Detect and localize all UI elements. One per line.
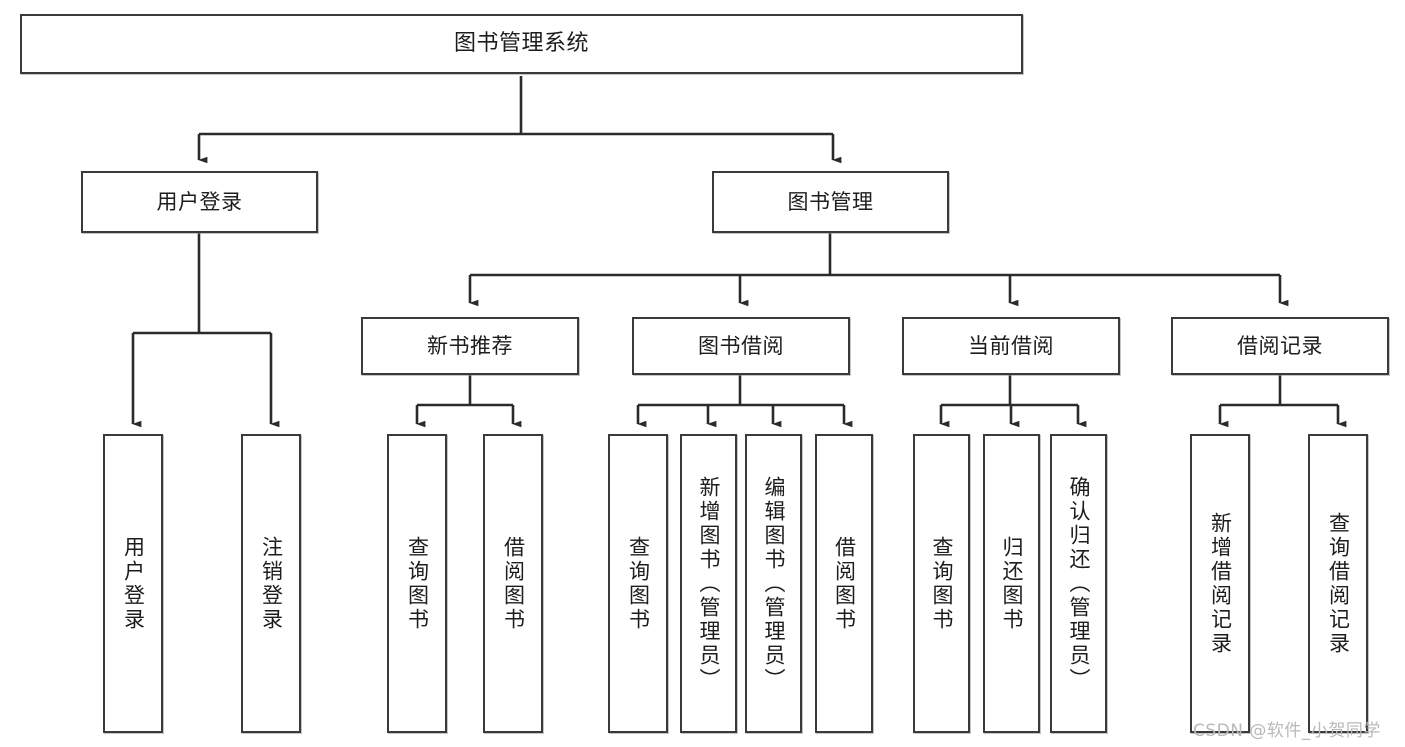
leaf-borrow-edit-book-label: 编辑图书（管理员） [761, 475, 786, 692]
leaf-current-return-book-label: 归还图书 [999, 535, 1024, 632]
node-root-system-label: 图书管理系统 [453, 31, 589, 57]
leaf-current-return-book[interactable]: 归还图书 [983, 434, 1040, 733]
node-book-borrow-label: 图书借阅 [698, 333, 784, 358]
leaf-current-query-book[interactable]: 查询图书 [913, 434, 970, 733]
leaf-recommend-query-book-label: 查询图书 [405, 535, 430, 632]
leaf-borrow-edit-book[interactable]: 编辑图书（管理员） [745, 434, 802, 733]
node-new-book-recommend[interactable]: 新书推荐 [361, 317, 579, 375]
node-current-borrow[interactable]: 当前借阅 [902, 317, 1120, 375]
leaf-borrow-add-book[interactable]: 新增图书（管理员） [680, 434, 737, 733]
node-user-login[interactable]: 用户登录 [81, 171, 318, 233]
csdn-watermark: CSDN @软件_小贺同学 [1193, 721, 1381, 741]
leaf-borrow-borrow-book[interactable]: 借阅图书 [815, 434, 873, 733]
leaf-borrow-borrow-book-label: 借阅图书 [832, 535, 857, 632]
node-root-system[interactable]: 图书管理系统 [20, 14, 1023, 74]
leaf-record-add-record[interactable]: 新增借阅记录 [1190, 434, 1250, 733]
leaf-recommend-borrow-book-label: 借阅图书 [501, 535, 526, 632]
node-user-login-label: 用户登录 [156, 189, 243, 214]
leaf-record-query-record-label: 查询借阅记录 [1326, 511, 1351, 656]
leaf-record-query-record[interactable]: 查询借阅记录 [1308, 434, 1368, 733]
leaf-current-confirm-return[interactable]: 确认归还（管理员） [1050, 434, 1107, 733]
leaf-borrow-query-book-label: 查询图书 [626, 535, 651, 632]
node-borrow-record-label: 借阅记录 [1237, 333, 1323, 358]
node-new-book-recommend-label: 新书推荐 [427, 333, 513, 358]
leaf-user-login-login[interactable]: 用户登录 [103, 434, 163, 733]
leaf-user-login-logout[interactable]: 注销登录 [241, 434, 301, 733]
node-borrow-record[interactable]: 借阅记录 [1171, 317, 1389, 375]
node-current-borrow-label: 当前借阅 [968, 333, 1054, 358]
node-book-management-label: 图书管理 [787, 189, 874, 214]
leaf-recommend-borrow-book[interactable]: 借阅图书 [483, 434, 543, 733]
leaf-user-login-login-label: 用户登录 [121, 535, 146, 632]
leaf-borrow-add-book-label: 新增图书（管理员） [696, 475, 721, 692]
leaf-borrow-query-book[interactable]: 查询图书 [608, 434, 668, 733]
node-book-management[interactable]: 图书管理 [712, 171, 949, 233]
leaf-current-query-book-label: 查询图书 [929, 535, 954, 632]
leaf-user-login-logout-label: 注销登录 [259, 535, 284, 632]
leaf-record-add-record-label: 新增借阅记录 [1208, 511, 1233, 656]
leaf-recommend-query-book[interactable]: 查询图书 [387, 434, 447, 733]
node-book-borrow[interactable]: 图书借阅 [632, 317, 850, 375]
leaf-current-confirm-return-label: 确认归还（管理员） [1066, 475, 1091, 692]
